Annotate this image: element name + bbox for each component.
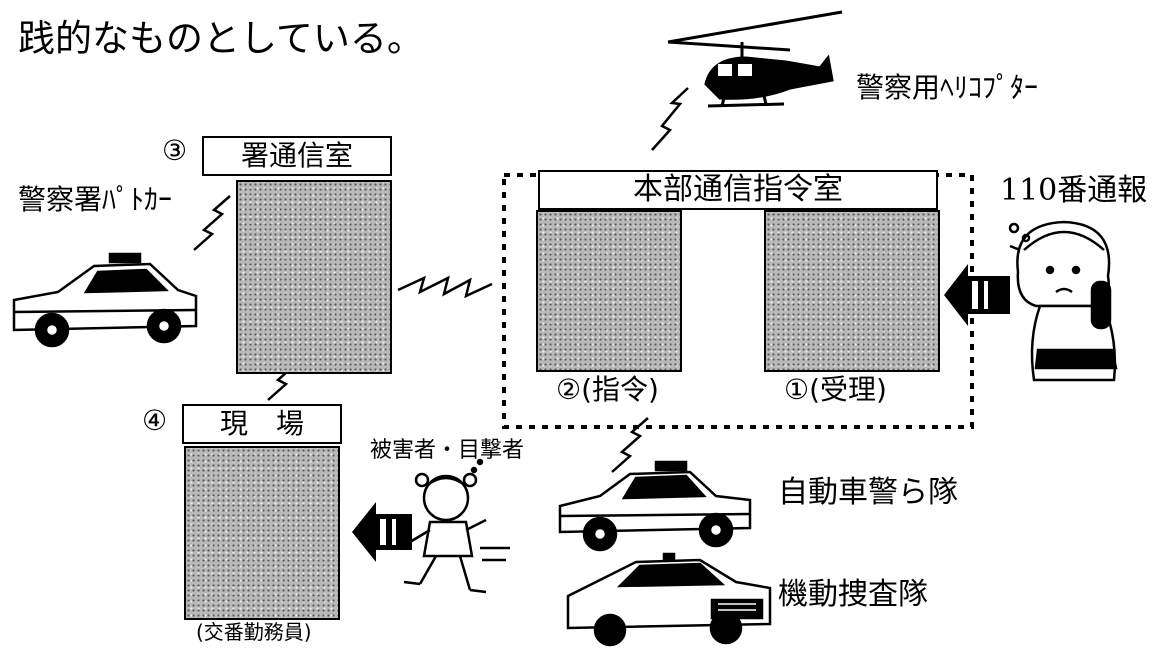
station-patrol-label: 警察署ﾊﾟﾄｶｰ <box>18 183 173 216</box>
scene-label: 現 場 <box>182 404 342 444</box>
hq-room-label: 本部通信指令室 <box>538 170 938 210</box>
arrow-icon <box>352 502 412 562</box>
scene-photo <box>184 446 340 620</box>
patrol-car-icon <box>558 460 752 552</box>
unmarked-car-icon <box>566 552 772 647</box>
receive-label: ①(受理) <box>784 373 887 406</box>
patrol-car-icon <box>12 252 198 348</box>
running-girl-icon <box>403 458 510 594</box>
lightning-signal-icon <box>611 417 649 473</box>
intro-text: 践的なものとしている。 <box>18 17 424 60</box>
victim-witness-label: 被害者・目撃者 <box>370 438 525 463</box>
lightning-signal-icon <box>193 195 231 251</box>
station-room-photo <box>236 180 392 374</box>
helicopter-label: 警察用ﾍﾘｺﾌﾟﾀｰ <box>856 71 1039 104</box>
helicopter-icon <box>667 10 843 108</box>
dispatch-label: ②(指令) <box>556 373 659 406</box>
dispatch-photo <box>536 210 682 372</box>
auto-patrol-label: 自動車警ら隊 <box>778 475 958 510</box>
koban-officer-label: (交番勤務員) <box>196 620 312 644</box>
telephone-caller-icon <box>1008 220 1118 382</box>
receive-photo <box>764 210 940 372</box>
station-room-label: 署通信室 <box>202 136 392 176</box>
lightning-signal-icon <box>397 275 493 299</box>
scene-number: ④ <box>142 404 168 437</box>
call-110-label: 110番通報 <box>1000 173 1148 208</box>
station-room-number: ③ <box>162 134 188 167</box>
arrow-icon <box>944 264 1010 326</box>
lightning-signal-icon <box>651 87 689 151</box>
mobile-investigation-label: 機動捜査隊 <box>778 577 928 612</box>
